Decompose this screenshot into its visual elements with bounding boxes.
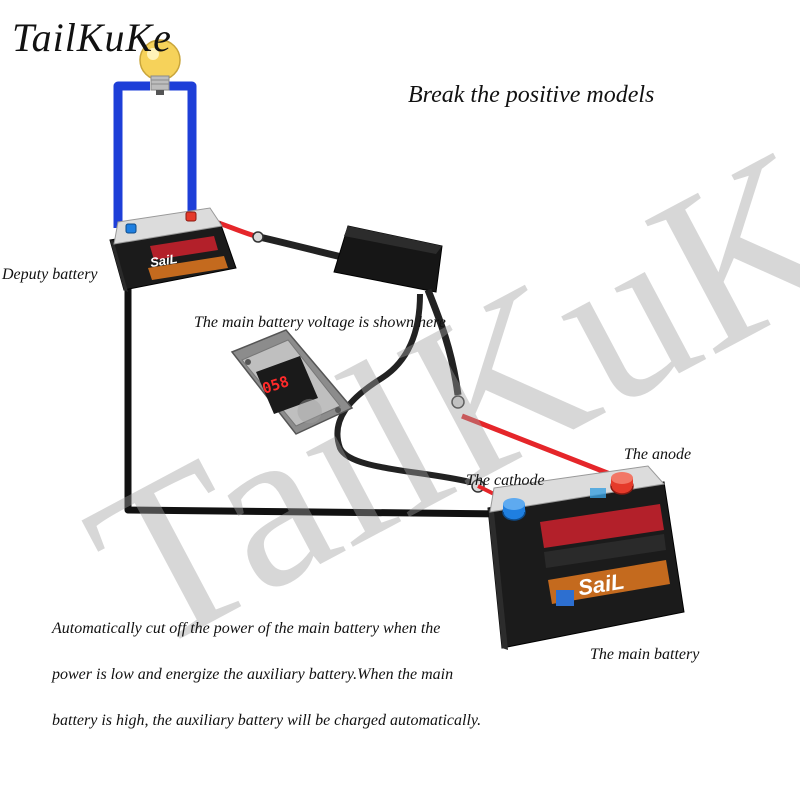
bulb-wires — [113, 81, 197, 228]
brand-logo: TailKuKe — [12, 15, 172, 60]
cutoff-controller — [333, 225, 443, 293]
description-line-1: Automatically cut off the power of the m… — [52, 620, 441, 637]
battery-logo — [556, 590, 574, 606]
description-line-2: power is low and energize the auxiliary … — [52, 666, 454, 683]
display-cable — [334, 293, 471, 485]
controller-output-cable — [424, 288, 462, 396]
light-bulb-icon — [139, 39, 181, 95]
voltage-note-label: The main battery voltage is shown here — [194, 314, 446, 331]
anode-label: The anode — [624, 446, 692, 463]
deputy-battery — [109, 207, 237, 292]
cathode-label: The cathode — [466, 472, 545, 489]
description-line-3: battery is high, the auxiliary battery w… — [52, 712, 482, 729]
deputy-battery-label: Deputy battery — [2, 266, 98, 283]
main-positive-wire — [461, 413, 611, 477]
main-battery-label: The main battery — [590, 646, 700, 663]
ground-wire — [124, 250, 506, 518]
voltage-display-module — [230, 329, 354, 435]
main-battery — [487, 465, 685, 650]
diagram-title: Break the positive models — [408, 82, 655, 108]
